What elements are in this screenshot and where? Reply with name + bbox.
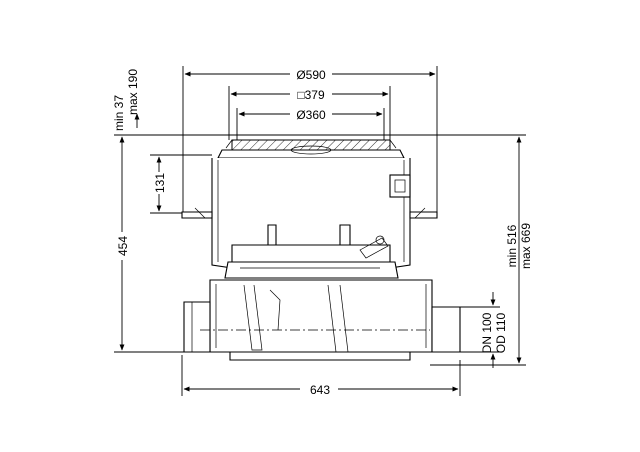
dimension-dia-360: Ø360 xyxy=(236,108,385,140)
dimension-pipe: DN 100 OD 110 xyxy=(455,292,508,368)
label-total-max: max 669 xyxy=(519,223,533,269)
label-131: 131 xyxy=(153,173,167,193)
dimension-adjustment: min 37 max 190 xyxy=(112,69,526,136)
label-adjust-min: min 37 xyxy=(112,95,126,131)
dimension-square-379: □379 xyxy=(228,86,391,140)
label-total-min: min 516 xyxy=(505,224,519,267)
label-pipe-od: OD 110 xyxy=(494,312,508,353)
label-pipe-dn: DN 100 xyxy=(480,312,494,353)
gully-body xyxy=(181,139,461,361)
label-454: 454 xyxy=(116,236,130,256)
dimension-dia-590: Ø590 xyxy=(182,66,438,215)
dimension-643: 643 xyxy=(181,355,461,397)
label-643: 643 xyxy=(310,383,330,397)
dimension-total-height: min 516 max 669 xyxy=(430,136,533,366)
label-dia-590: Ø590 xyxy=(296,68,326,82)
dimension-131: 131 xyxy=(150,154,212,214)
label-square-379: □379 xyxy=(297,88,325,102)
label-adjust-max: max 190 xyxy=(126,69,140,115)
label-dia-360: Ø360 xyxy=(296,108,326,122)
